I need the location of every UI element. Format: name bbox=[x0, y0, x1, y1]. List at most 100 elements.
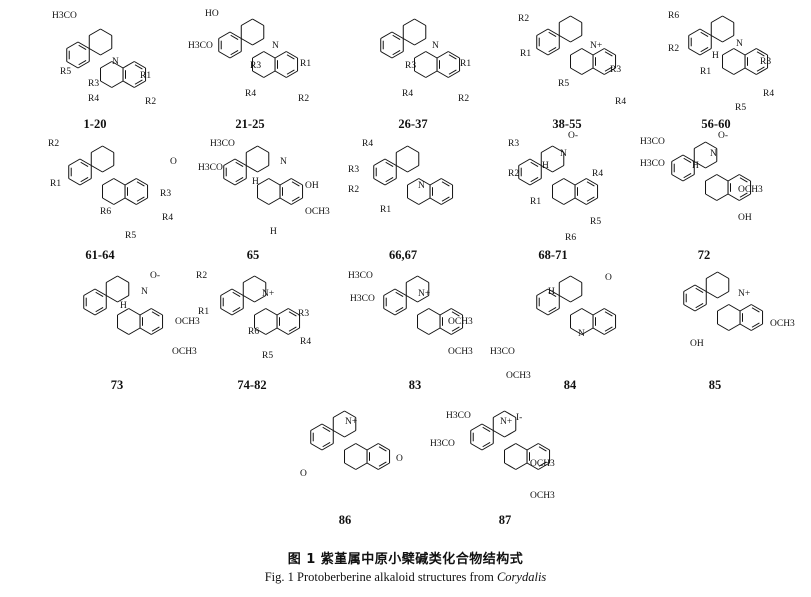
s-66-67-ring-a-double bbox=[385, 161, 394, 167]
s-84-ring-c bbox=[570, 327, 583, 335]
s-85-ring-a bbox=[694, 284, 707, 292]
s-65-ring-b bbox=[257, 145, 270, 153]
s-21-25-ring-d-double bbox=[286, 69, 295, 75]
substituent-r5: R5 bbox=[735, 103, 747, 113]
s-65-ring-d-double bbox=[291, 181, 300, 187]
substituent-r5: R5 bbox=[262, 351, 274, 361]
s-61-64-ring-d bbox=[136, 197, 148, 205]
s-66-67-ring-b bbox=[396, 165, 408, 173]
s-68-71-ring-c bbox=[563, 178, 576, 186]
s-86-ring-b bbox=[344, 430, 357, 438]
s-56-60-ring-b bbox=[711, 35, 723, 43]
s-66-67-ring-d bbox=[441, 197, 453, 205]
s-26-37-ring-c bbox=[425, 70, 438, 78]
s-38-55-ring-d-double bbox=[604, 66, 613, 72]
s-85-ring-d bbox=[739, 304, 752, 312]
substituent-oneg: O- bbox=[718, 131, 729, 141]
s-73-ring-d bbox=[139, 327, 152, 335]
s-72-ring-d bbox=[739, 174, 751, 182]
s-66-67-ring-d-double bbox=[441, 196, 450, 202]
compound-label-84: 84 bbox=[563, 378, 577, 392]
s-84-ring-a bbox=[547, 308, 560, 316]
compound-label-56-60: 56-60 bbox=[701, 117, 731, 131]
s-66-67-ring-d bbox=[429, 197, 442, 205]
s-87-ring-a-double bbox=[482, 426, 491, 432]
substituent-r4: R4 bbox=[763, 89, 775, 99]
s-38-55-ring-c bbox=[581, 67, 594, 75]
s-86-ring-c bbox=[355, 462, 368, 470]
s-85-ring-b bbox=[706, 271, 718, 279]
s-85-ring-d bbox=[751, 304, 763, 312]
s-21-25-ring-a bbox=[229, 31, 242, 39]
s-65-ring-b bbox=[246, 145, 258, 153]
compound-label-83: 83 bbox=[408, 378, 422, 392]
s-21-25-ring-c bbox=[252, 70, 265, 78]
s-38-55-ring-a bbox=[536, 48, 549, 56]
s-56-60-ring-d bbox=[756, 48, 768, 56]
s-56-60-ring-d-double bbox=[756, 51, 765, 57]
compound-label-86: 86 bbox=[338, 513, 352, 527]
s-61-64-ring-d bbox=[124, 178, 137, 186]
s-66-67-ring-a bbox=[373, 178, 386, 186]
s-85-ring-d-double bbox=[751, 307, 760, 313]
s-87-ring-b bbox=[493, 430, 505, 438]
s-65-ring-a bbox=[223, 158, 236, 166]
s-87-ring-a bbox=[481, 423, 494, 431]
s-38-55-ring-b bbox=[559, 35, 571, 43]
s-83-ring-c bbox=[417, 327, 430, 335]
s-74-82-ring-a-double bbox=[232, 307, 241, 313]
substituent-och3: OCH3 bbox=[305, 207, 330, 217]
substituent-r1: R1 bbox=[140, 71, 152, 81]
s-1-20-ring-c bbox=[100, 80, 113, 88]
s-86-ring-b bbox=[344, 410, 357, 418]
substituent-och3: OCH3 bbox=[172, 347, 197, 357]
s-74-82-ring-c bbox=[265, 308, 278, 316]
s-21-25-ring-a-double bbox=[230, 50, 239, 56]
s-74-82-ring-a-double bbox=[232, 291, 241, 297]
s-1-20-ring-b bbox=[100, 48, 113, 56]
s-73-ring-c bbox=[117, 327, 130, 335]
s-61-64-ring-b bbox=[102, 165, 115, 173]
s-72-ring-d-double bbox=[739, 177, 748, 183]
s-74-82-ring-d-double bbox=[288, 311, 297, 317]
s-74-82-ring-c bbox=[254, 308, 267, 316]
s-86-ring-c bbox=[344, 443, 357, 451]
s-21-25-ring-a bbox=[218, 31, 231, 39]
s-83-ring-d bbox=[451, 308, 463, 316]
s-85-ring-c bbox=[717, 304, 730, 312]
substituent-h: H bbox=[252, 177, 259, 187]
compound-label-74-82: 74-82 bbox=[237, 378, 267, 392]
compound-label-38-55: 38-55 bbox=[552, 117, 582, 131]
s-38-55-ring-a bbox=[536, 28, 549, 36]
substituent-h3co: H3CO bbox=[348, 271, 373, 281]
substituent-r3: R3 bbox=[348, 165, 360, 175]
s-74-82-ring-c bbox=[254, 327, 267, 335]
s-73-ring-b bbox=[117, 275, 130, 283]
substituent-och3: OCH3 bbox=[738, 185, 763, 195]
s-66-67-ring-b bbox=[407, 145, 420, 153]
s-72-ring-b bbox=[694, 141, 706, 149]
s-61-64-ring-b bbox=[102, 145, 115, 153]
s-84-ring-c bbox=[581, 327, 594, 335]
s-84-ring-d bbox=[604, 327, 616, 335]
substituent-r2: R2 bbox=[348, 185, 360, 195]
s-66-67-ring-a bbox=[373, 158, 386, 166]
substituent-h3co: H3CO bbox=[446, 411, 471, 421]
s-61-64-ring-a-double bbox=[80, 177, 89, 183]
s-85-ring-c bbox=[728, 323, 741, 331]
s-72-ring-a-double bbox=[683, 173, 692, 179]
s-68-71-ring-d bbox=[574, 178, 587, 186]
s-74-82-ring-b bbox=[254, 275, 267, 283]
figure-caption-english: Fig. 1 Protoberberine alkaloid structure… bbox=[0, 570, 811, 585]
s-56-60-ring-d bbox=[756, 67, 768, 75]
s-68-71-ring-b bbox=[541, 165, 553, 173]
s-56-60-ring-c bbox=[733, 48, 746, 56]
s-66-67-ring-b bbox=[396, 145, 408, 153]
s-84-ring-d-double bbox=[604, 311, 613, 317]
s-84-ring-d bbox=[604, 308, 616, 316]
s-86-ring-d-double bbox=[378, 446, 387, 452]
s-73-ring-b bbox=[117, 295, 130, 303]
s-1-20-ring-c bbox=[111, 61, 124, 69]
s-66-67-ring-a-double bbox=[385, 177, 394, 183]
caption-english-prefix: Fig. 1 Protoberberine alkaloid structure… bbox=[264, 570, 497, 584]
